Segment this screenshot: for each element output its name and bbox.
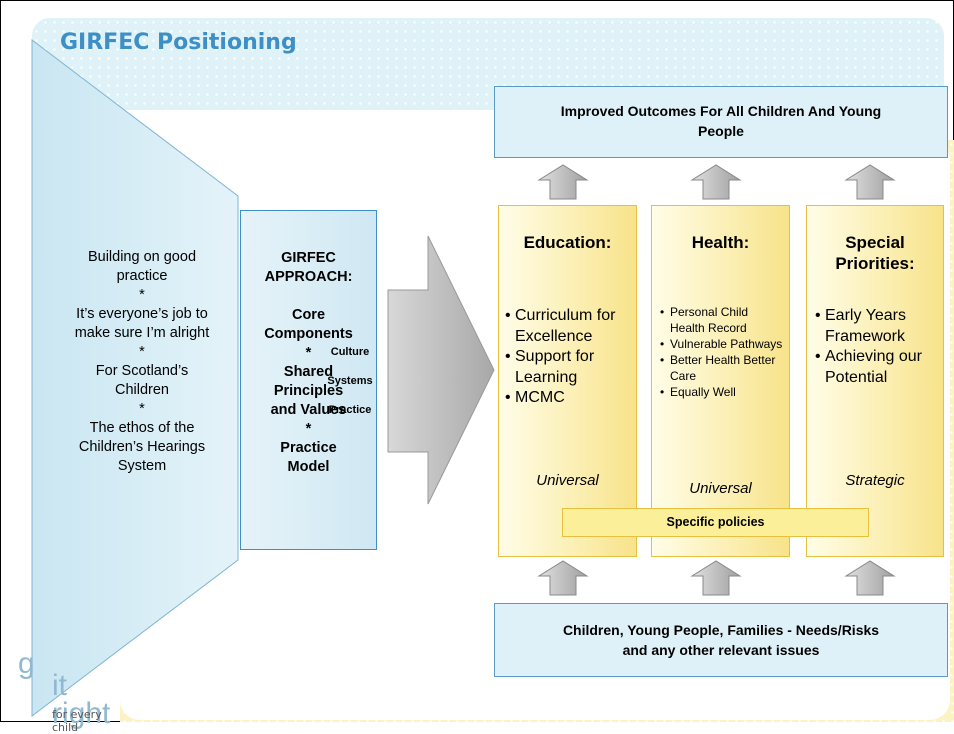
left-line: The ethos of the bbox=[89, 420, 195, 436]
left-trapezoid-shape bbox=[31, 38, 239, 718]
approach-line: GIRFEC bbox=[281, 250, 336, 266]
approach-spacer bbox=[241, 287, 376, 306]
children-needs-box: Children, Young People, Families - Needs… bbox=[494, 603, 948, 677]
education-heading: Education: bbox=[523, 233, 612, 252]
left-panel-text: Building on good practice * It’s everyon… bbox=[48, 248, 236, 476]
left-line: * bbox=[139, 401, 145, 417]
list-item: Personal Child Health Record bbox=[660, 304, 786, 336]
approach-line: Practice bbox=[280, 440, 337, 456]
list-item: MCMC bbox=[505, 388, 633, 409]
left-line: * bbox=[139, 287, 145, 303]
up-arrow-icon bbox=[537, 164, 896, 596]
education-footer: Universal bbox=[536, 472, 599, 489]
left-line: Building on good bbox=[87, 249, 197, 265]
health-column: Health: Personal Child Health Record Vul… bbox=[651, 205, 790, 557]
list-item: Better Health Better Care bbox=[660, 352, 786, 384]
left-line: * bbox=[139, 344, 145, 360]
culture-line: Systems bbox=[327, 375, 373, 387]
outcomes-line: People bbox=[698, 123, 744, 139]
heading-line: Priorities: bbox=[835, 254, 915, 273]
improved-outcomes-box: Improved Outcomes For All Children And Y… bbox=[494, 86, 948, 158]
culture-arrow-shape bbox=[387, 235, 495, 505]
approach-line: and Values bbox=[270, 402, 347, 418]
left-line: Children bbox=[115, 382, 169, 398]
approach-line: Principles bbox=[273, 383, 344, 399]
approach-line: Model bbox=[287, 459, 330, 475]
approach-line: * bbox=[305, 421, 312, 437]
approach-line: Core bbox=[291, 307, 326, 323]
education-list: Curriculum for Excellence Support for Le… bbox=[505, 306, 633, 409]
health-heading: Health: bbox=[691, 233, 750, 252]
left-line: It’s everyone’s job to bbox=[76, 306, 208, 322]
special-priorities-footer: Strategic bbox=[845, 472, 905, 489]
girfec-logo: g it right for every child bbox=[0, 647, 130, 734]
left-line: For Scotland’s bbox=[95, 363, 189, 379]
special-priorities-list: Early Years Framework Achieving our Pote… bbox=[815, 306, 939, 388]
approach-line: Components bbox=[264, 326, 353, 342]
list-item: Equally Well bbox=[660, 384, 786, 400]
education-column: Education: Curriculum for Excellence Sup… bbox=[498, 205, 637, 557]
heading-line: Special bbox=[845, 233, 905, 252]
slide-title: GIRFEC Positioning bbox=[60, 30, 297, 55]
list-item: Curriculum for Excellence bbox=[505, 306, 633, 347]
left-line: Children’s Hearings bbox=[78, 439, 206, 455]
culture-arrow-text: Culture Systems Practice bbox=[300, 338, 400, 425]
special-priorities-column: Special Priorities: Early Years Framewor… bbox=[806, 205, 944, 557]
culture-line: Culture bbox=[330, 346, 370, 358]
left-line: practice bbox=[116, 268, 168, 284]
health-footer: Universal bbox=[689, 480, 752, 497]
list-item: Achieving our Potential bbox=[815, 347, 939, 388]
list-item: Vulnerable Pathways bbox=[660, 336, 786, 352]
specific-policies-bar: Specific policies bbox=[562, 508, 869, 537]
left-line: make sure I’m alright bbox=[74, 325, 210, 341]
girfec-approach-box: GIRFEC APPROACH: Core Components * Share… bbox=[240, 210, 377, 550]
health-list: Personal Child Health Record Vulnerable … bbox=[660, 304, 786, 400]
left-line: System bbox=[117, 458, 167, 474]
approach-line: APPROACH: bbox=[264, 269, 353, 285]
children-line: and any other relevant issues bbox=[622, 642, 820, 658]
approach-line: Shared bbox=[283, 364, 334, 380]
culture-line: Practice bbox=[328, 404, 372, 416]
logo-line: g bbox=[18, 647, 35, 680]
list-item: Early Years Framework bbox=[815, 306, 939, 347]
logo-tagline: for every child bbox=[52, 708, 102, 734]
children-line: Children, Young People, Families - Needs… bbox=[562, 622, 880, 638]
approach-line: * bbox=[305, 345, 312, 361]
list-item: Support for Learning bbox=[505, 347, 633, 388]
outcomes-line: Improved Outcomes For All Children And Y… bbox=[560, 103, 882, 119]
special-priorities-heading: Special Priorities: bbox=[807, 232, 943, 274]
